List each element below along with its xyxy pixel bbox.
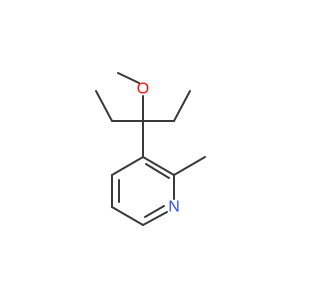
bond-methoxy-methyl	[117, 72, 140, 84]
oxygen-label: O	[137, 81, 149, 98]
ring-bond-n1-c6	[142, 211, 168, 226]
nitrogen-atom: N	[168, 199, 180, 216]
bond-right-ethyl-ch3	[173, 90, 191, 122]
ring-bond-c4-c3	[111, 156, 144, 176]
bond-left-ethyl-ch3	[95, 90, 113, 122]
ring-bond-c3-c2-inner	[145, 163, 170, 179]
molecule-structure: O N	[95, 72, 206, 226]
oxygen-atom: O	[137, 81, 149, 98]
nitrogen-label: N	[168, 199, 180, 216]
ring-bond-c3-c2	[142, 156, 175, 176]
bond-ring-methyl	[173, 156, 206, 176]
ring-bond-n1-c6-inner	[144, 205, 165, 218]
ring-bond-c6-c5	[111, 206, 144, 226]
